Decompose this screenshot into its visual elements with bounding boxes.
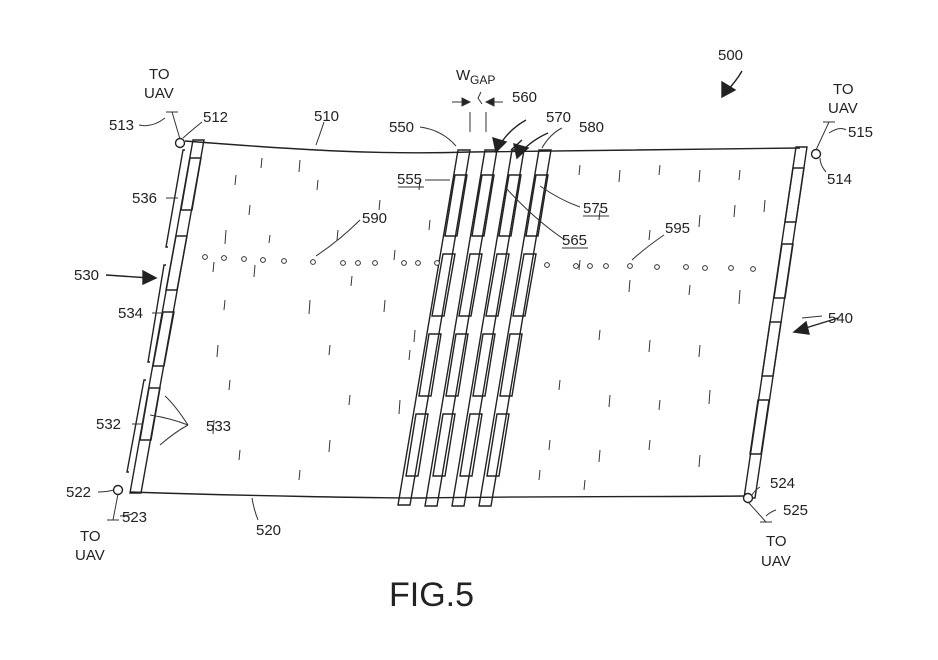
to-uav-top-left-uav: UAV [144,85,174,102]
label-500: 500 [718,47,743,64]
label-595: 595 [665,220,690,237]
label-575: 575 [583,200,608,217]
label-514: 514 [827,171,852,188]
to-uav-top-right-to: TO [833,81,854,98]
label-565: 565 [562,232,587,249]
center-rod-560 [424,149,498,507]
label-510: 510 [314,108,339,125]
left-rod [129,139,205,494]
label-532: 532 [96,416,121,433]
wgap-label-w: W [456,67,471,84]
label-530: 530 [74,267,99,284]
arrows [105,70,839,335]
bottom-edge-520 [129,491,746,499]
label-580: 580 [579,119,604,136]
underlines [398,186,609,249]
to-uav-top-left-to: TO [149,66,170,83]
label-560: 560 [512,89,537,106]
label-525: 525 [783,502,808,519]
attachment-rings [112,137,822,504]
pointer-533 [149,395,189,446]
center-rod-580 [478,149,552,507]
label-512: 512 [203,109,228,126]
tethers [107,111,835,523]
label-570: 570 [546,109,571,126]
sensor-row-590 [202,254,440,266]
to-uav-bottom-right-uav: UAV [761,553,791,570]
label-534: 534 [118,305,143,322]
figure-caption: FIG.5 [389,576,474,614]
wgap-dimension [452,91,503,132]
leader-lines [97,117,847,521]
label-513: 513 [109,117,134,134]
label-590: 590 [362,210,387,227]
label-522: 522 [66,484,91,501]
bracket-532 [126,379,146,473]
label-520: 520 [256,522,281,539]
top-edge-510 [184,140,801,154]
to-uav-bottom-left-to: TO [80,528,101,545]
center-rod-550 [397,149,471,506]
to-uav-top-right-uav: UAV [828,100,858,117]
right-rod [743,146,808,499]
to-uav-bottom-left-uav: UAV [75,547,105,564]
label-523: 523 [122,509,147,526]
label-550: 550 [389,119,414,136]
label-515: 515 [848,124,873,141]
fabric-shading [212,157,766,491]
label-533: 533 [206,418,231,435]
label-524: 524 [770,475,795,492]
to-uav-bottom-right-to: TO [766,533,787,550]
sensor-row-595 [544,262,756,272]
label-540: 540 [828,310,853,327]
label-555: 555 [397,171,422,188]
wgap-label-sub: GAP [470,73,495,87]
label-536: 536 [132,190,157,207]
